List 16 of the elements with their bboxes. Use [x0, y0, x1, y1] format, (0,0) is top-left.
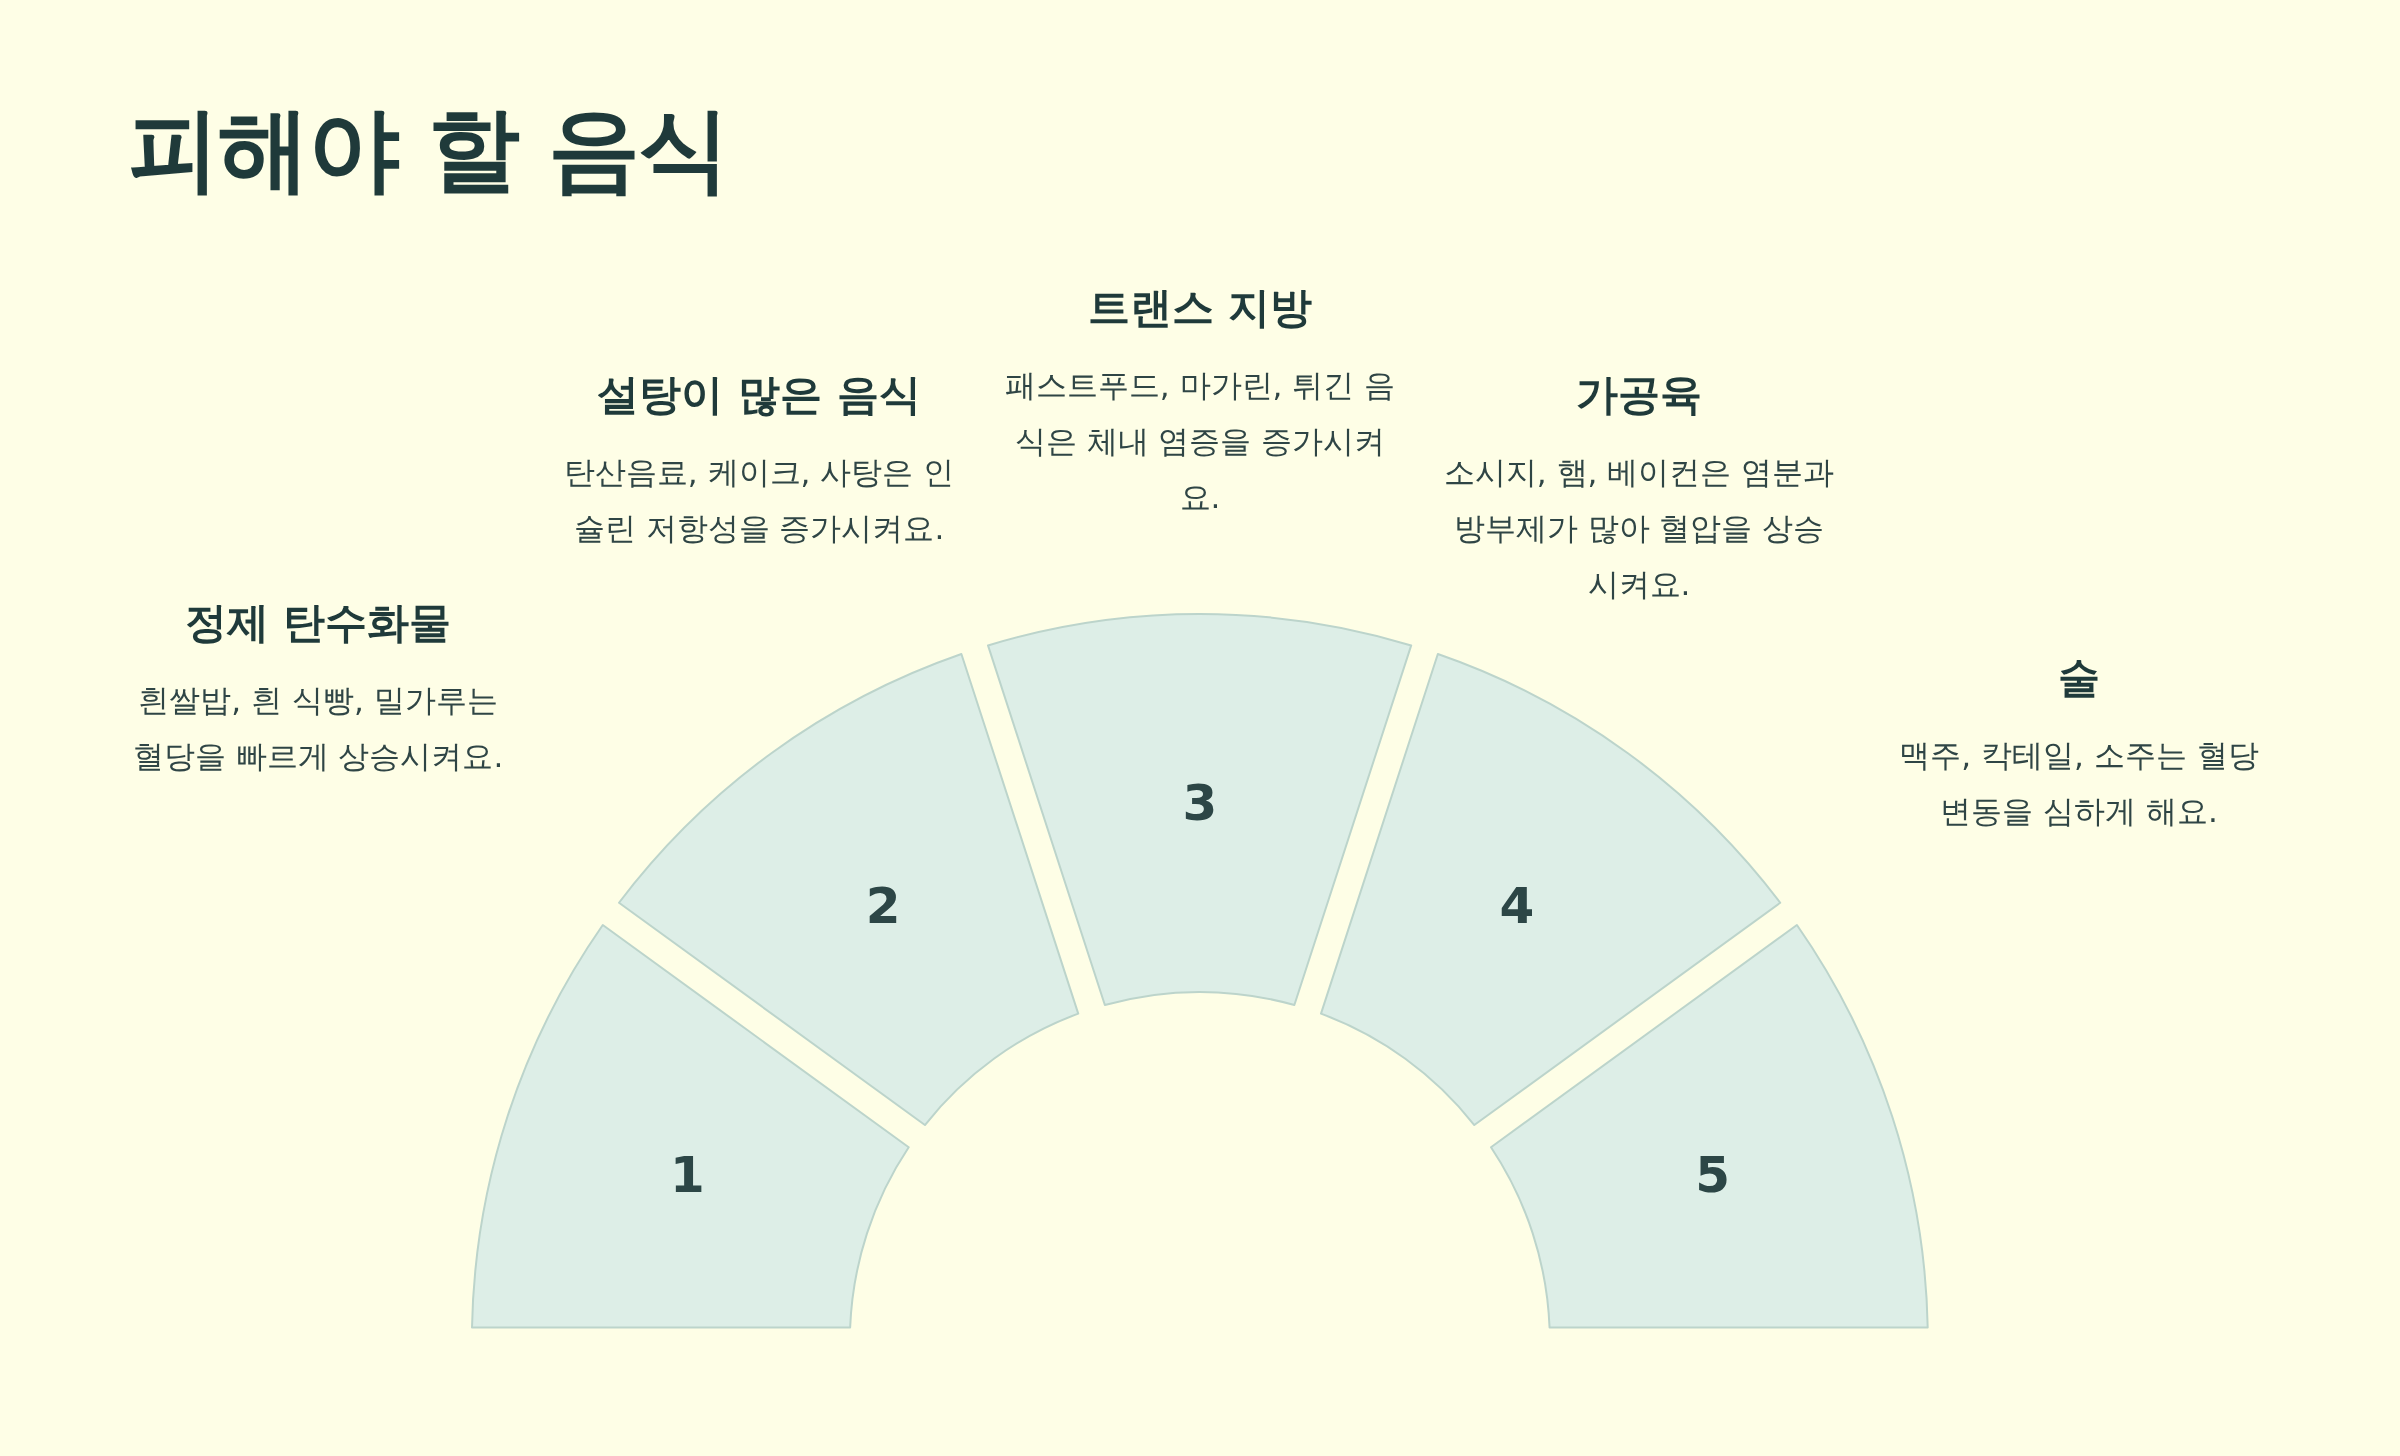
item-description: 패스트푸드, 마가린, 튀긴 음식은 체내 염증을 증가시켜요.	[1003, 366, 1397, 517]
item-description: 탄산음료, 케이크, 사탕은 인슐린 저항성을 증가시켜요.	[562, 453, 956, 548]
item-heading: 술	[2057, 652, 2101, 704]
step-number: 2	[865, 876, 901, 935]
item-heading: 가공육	[1575, 369, 1703, 421]
item-description: 소시지, 햄, 베이컨은 염분과 방부제가 많아 혈압을 상승시켜요.	[1442, 453, 1836, 604]
step-number: 4	[1499, 876, 1535, 935]
step-number: 3	[1182, 774, 1218, 832]
item-description: 맥주, 칵테일, 소주는 혈당 변동을 심하게 해요.	[1898, 736, 2260, 831]
title: 피해야 할 음식	[128, 95, 729, 205]
step-number: 1	[669, 1146, 705, 1205]
item-heading: 트랜스 지방	[1086, 282, 1314, 334]
item-heading: 정제 탄수화물	[183, 597, 453, 649]
item-heading: 설탕이 많은 음식	[596, 369, 922, 421]
step-number: 5	[1695, 1146, 1730, 1205]
item-description: 흰쌀밥, 흰 식빵, 밀가루는 혈당을 빠르게 상승시켜요.	[131, 681, 505, 776]
